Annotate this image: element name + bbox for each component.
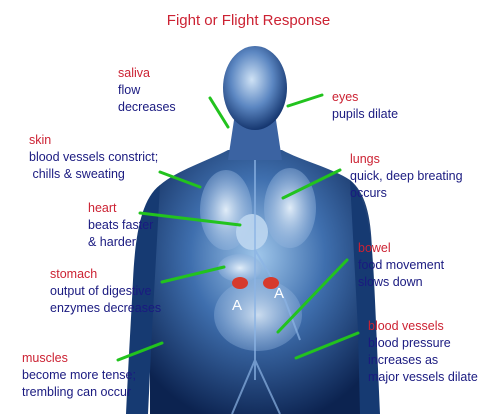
label-stomach: stomach output of digestive enzymes decr… <box>50 266 161 317</box>
adrenal-marker-left: A <box>232 297 242 314</box>
organ-effect: beats faster & harder <box>88 218 154 249</box>
label-heart: heart beats faster & harder <box>88 200 153 251</box>
organ-name: heart <box>88 201 117 215</box>
organ-name: saliva <box>118 66 150 80</box>
organ-effect: quick, deep breating occurs <box>350 169 463 200</box>
organ-effect: pupils dilate <box>332 107 399 121</box>
label-eyes: eyes pupils dilate <box>332 89 398 123</box>
connector-eyes <box>286 93 324 108</box>
connector-saliva <box>208 96 230 129</box>
organ-name: stomach <box>50 267 98 281</box>
intestines <box>214 279 302 351</box>
vessels <box>231 160 301 414</box>
organ-effect: blood pressure increases as major vessel… <box>368 336 478 384</box>
organ-effect: blood vessels constrict; chills & sweati… <box>29 150 159 181</box>
connector-bowel <box>276 258 349 334</box>
adrenal-right <box>263 277 279 289</box>
organ-name: blood vessels <box>368 319 444 333</box>
right-arm <box>350 180 380 414</box>
adrenal-marker-right: A <box>274 285 284 302</box>
connector-heart <box>138 211 242 227</box>
lung-right <box>264 168 316 248</box>
connector-blood-vessels <box>294 331 360 360</box>
label-skin: skin blood vessels constrict; chills & s… <box>29 132 158 183</box>
label-muscles: muscles become more tense; trembling can… <box>22 350 136 401</box>
connector-lungs <box>281 168 342 200</box>
heart-organ <box>236 214 268 250</box>
organ-name: lungs <box>350 152 380 166</box>
organ-name: eyes <box>332 90 359 104</box>
stomach-organ <box>218 254 262 282</box>
organ-effect: food movement slows down <box>358 258 445 289</box>
neck <box>228 120 282 160</box>
diagram-title: Fight or Flight Response <box>166 12 331 29</box>
organ-effect: output of digestive enzymes decreases <box>50 284 162 315</box>
label-lungs: lungs quick, deep breating occurs <box>350 151 463 202</box>
organ-effect: flow decreases <box>118 83 176 114</box>
connector-muscles <box>116 341 164 362</box>
connector-skin <box>158 170 202 189</box>
adrenal-left <box>232 277 248 289</box>
organ-effect: become more tense; trembling can occur <box>22 368 136 399</box>
head <box>223 46 287 130</box>
left-arm <box>126 185 160 414</box>
connector-stomach <box>160 265 226 284</box>
label-bowel: bowel food movement slows down <box>358 240 444 291</box>
label-saliva: saliva flow decreases <box>118 65 176 116</box>
label-blood-vessels: blood vessels blood pressure increases a… <box>368 318 478 386</box>
organ-name: bowel <box>358 241 391 255</box>
organ-name: muscles <box>22 351 68 365</box>
organ-name: skin <box>29 133 52 147</box>
